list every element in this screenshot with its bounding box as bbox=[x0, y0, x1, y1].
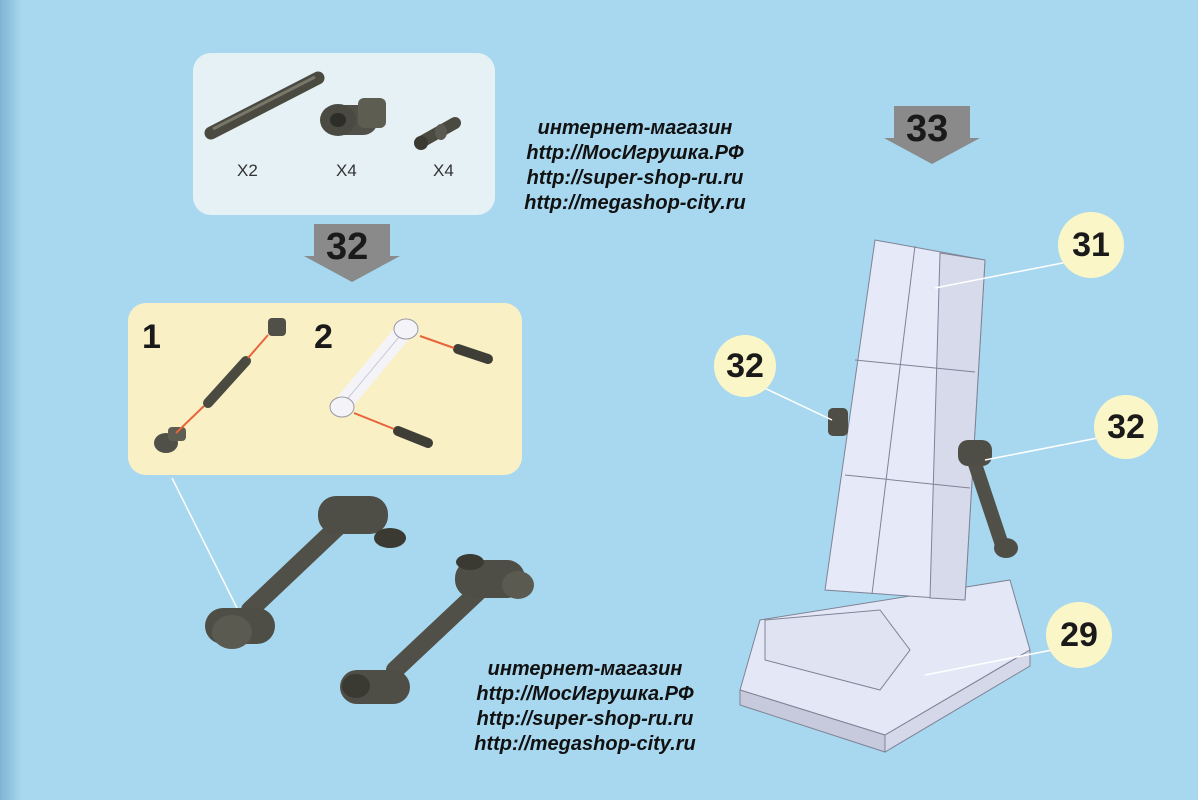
watermark-line-4: http://megashop-city.ru bbox=[474, 733, 696, 755]
tower-assembly bbox=[739, 239, 1031, 753]
shop-watermark-bottom: интернет-магазин http://МосИгрушка.РФ ht… bbox=[450, 657, 720, 757]
pin-part bbox=[414, 117, 461, 150]
step-32-number: 32 bbox=[326, 226, 369, 268]
substep-2-exploded-view bbox=[329, 318, 493, 448]
watermark-line-2: http://МосИгрушка.РФ bbox=[526, 142, 744, 164]
step-33-arrow bbox=[884, 106, 980, 164]
substep-2-number: 2 bbox=[314, 318, 333, 356]
subassembly-pointer bbox=[171, 477, 239, 611]
watermark-line-4: http://megashop-city.ru bbox=[524, 192, 746, 214]
shop-watermark-top: интернет-магазин http://МосИгрушка.РФ ht… bbox=[500, 116, 770, 216]
callout-part-32-left: 32 bbox=[714, 335, 776, 397]
step-32-arrow bbox=[304, 224, 400, 282]
connector-part bbox=[320, 98, 386, 136]
callout-part-29: 29 bbox=[1046, 602, 1112, 668]
subassembly-illustration bbox=[154, 318, 493, 453]
step-33-number: 33 bbox=[906, 108, 949, 150]
watermark-line-2: http://МосИгрушка.РФ bbox=[476, 683, 694, 705]
axle-quantity: X2 bbox=[237, 161, 258, 180]
pin-quantity: X4 bbox=[433, 161, 454, 180]
callout-part-32-right: 32 bbox=[1094, 395, 1158, 459]
page-spine bbox=[0, 0, 22, 800]
callout-29-pointer bbox=[924, 647, 1063, 676]
watermark-line-3: http://super-shop-ru.ru bbox=[476, 708, 694, 730]
connector-quantity: X4 bbox=[336, 161, 357, 180]
watermark-line-1: интернет-магазин bbox=[537, 117, 733, 139]
subassembly-panel: 1 2 bbox=[128, 303, 522, 475]
watermark-line-3: http://super-shop-ru.ru bbox=[526, 167, 744, 189]
watermark-line-1: интернет-магазин bbox=[487, 658, 683, 680]
substep-1-exploded-view bbox=[154, 318, 286, 453]
parts-illustration bbox=[204, 71, 461, 150]
axle-part bbox=[204, 71, 325, 140]
assembled-link-1 bbox=[205, 496, 406, 649]
callout-32b-pointer bbox=[984, 435, 1109, 461]
callout-32a-pointer bbox=[757, 384, 833, 421]
assembled-link-2 bbox=[340, 554, 534, 704]
parts-list-panel: X2 X4 X4 bbox=[193, 53, 495, 215]
callout-part-31: 31 bbox=[1058, 212, 1124, 278]
substep-1-number: 1 bbox=[142, 318, 161, 356]
